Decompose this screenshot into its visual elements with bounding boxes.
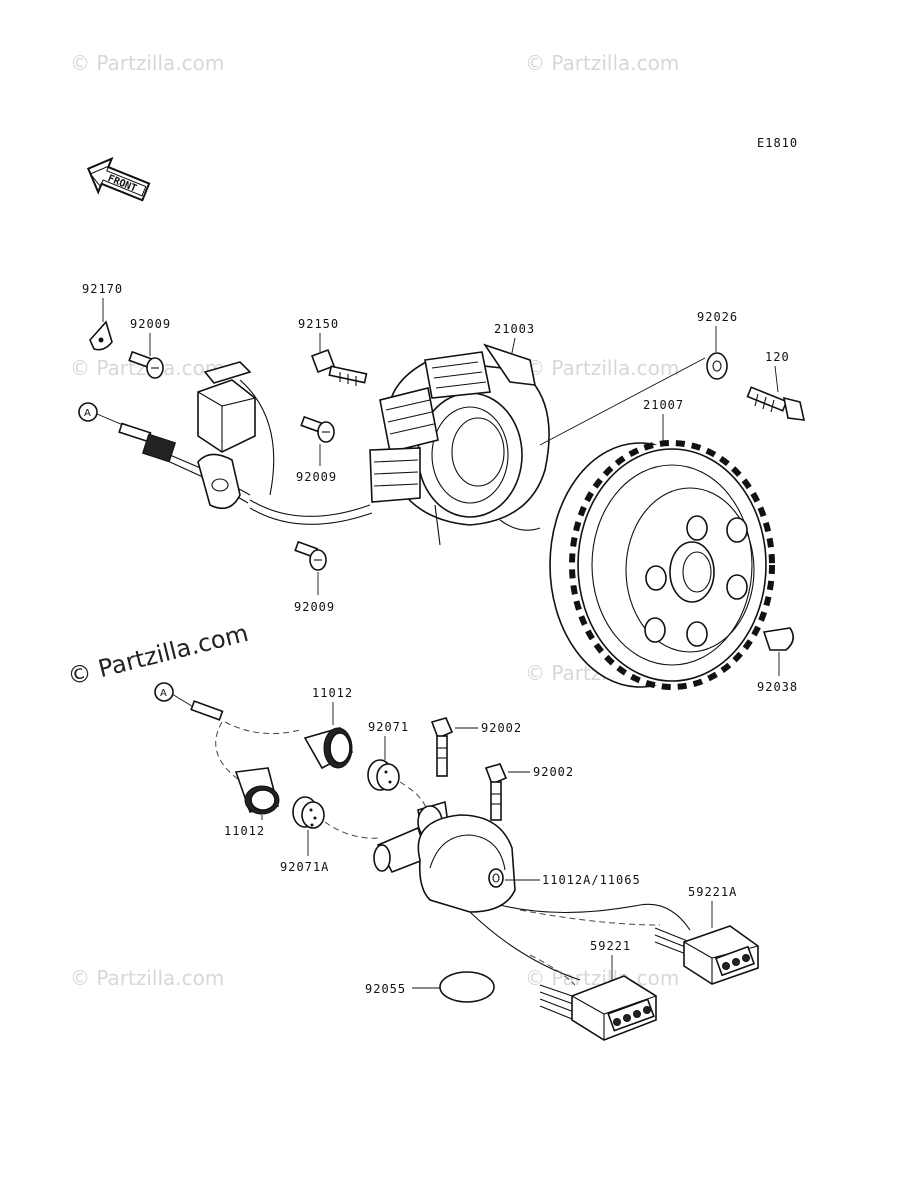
bolt-part — [746, 386, 806, 421]
part-label-21007: 21007 — [643, 398, 684, 412]
boot-cap-part — [234, 767, 280, 815]
bolt-part — [430, 717, 454, 777]
part-label-59221A: 59221A — [688, 885, 737, 899]
watermark: © Partzilla.com — [70, 966, 224, 990]
pickup-coil-assembly — [118, 361, 373, 525]
part-label-92150: 92150 — [298, 317, 339, 331]
grommet-part — [367, 759, 400, 791]
bolt-part — [484, 763, 508, 821]
part-label-120: 120 — [765, 350, 790, 364]
boot-cap-part — [303, 727, 354, 770]
wire-lead-part — [190, 700, 224, 721]
part-label-11012: 11012 — [224, 824, 265, 838]
watermark: © Partzilla.com — [525, 51, 679, 75]
svg-text:A: A — [84, 408, 91, 419]
part-label-92009: 92009 — [296, 470, 337, 484]
part-label-21003: 21003 — [494, 322, 535, 336]
screw-part — [300, 415, 335, 443]
watermark: © Partzilla.com — [525, 356, 679, 380]
o-ring-part — [439, 971, 495, 1003]
flywheel-part — [549, 440, 775, 690]
part-label-92055: 92055 — [365, 982, 406, 996]
part-label-92071: 92071 — [368, 720, 409, 734]
part-label-92002: 92002 — [533, 765, 574, 779]
connector-part — [654, 925, 759, 985]
stator-part — [369, 343, 550, 546]
watermark-main: © Partzilla.com — [65, 619, 251, 691]
watermark: © Partzilla.com — [70, 51, 224, 75]
cover-part — [373, 800, 516, 913]
screw-part — [294, 540, 327, 571]
svg-text:A: A — [160, 688, 167, 699]
part-label-11012A-11065: 11012A/11065 — [542, 873, 641, 887]
part-label-92071A: 92071A — [280, 860, 329, 874]
part-label-11012: 11012 — [312, 686, 353, 700]
reference-a-marker: A — [154, 682, 196, 709]
part-label-92009: 92009 — [294, 600, 335, 614]
diagram-code: E1810 — [757, 136, 798, 150]
bolt-part — [310, 348, 368, 386]
woodruff-key-part — [762, 627, 794, 651]
part-label-59221: 59221 — [590, 939, 631, 953]
connector-part — [539, 975, 657, 1041]
part-label-92002: 92002 — [481, 721, 522, 735]
part-label-92009: 92009 — [130, 317, 171, 331]
part-label-92170: 92170 — [82, 282, 123, 296]
part-label-92038: 92038 — [757, 680, 798, 694]
screw-part — [128, 350, 164, 379]
clip-part — [89, 320, 113, 351]
washer-part — [706, 352, 728, 380]
front-arrow-icon: FRONT — [86, 156, 151, 202]
grommet-part — [292, 796, 325, 829]
part-label-92026: 92026 — [697, 310, 738, 324]
